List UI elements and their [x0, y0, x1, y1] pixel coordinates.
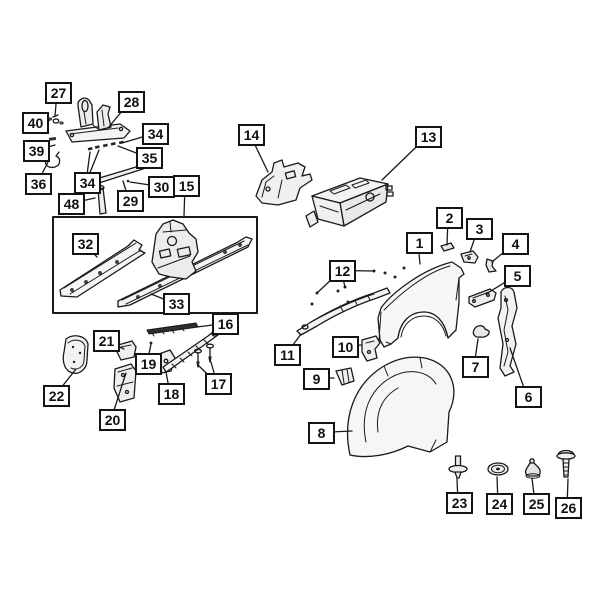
- callout-22[interactable]: 22: [43, 385, 70, 407]
- callout-24[interactable]: 24: [486, 493, 513, 515]
- bracket-20-art: [113, 363, 137, 403]
- bracket-9-art: [335, 367, 355, 386]
- callout-40[interactable]: 40: [22, 112, 49, 134]
- callout-12[interactable]: 12: [329, 260, 356, 282]
- callout-23[interactable]: 23: [446, 492, 473, 514]
- mount-bracket-assembly-art: [65, 97, 131, 143]
- callout-29[interactable]: 29: [117, 190, 144, 212]
- callout-7[interactable]: 7: [462, 356, 489, 378]
- callout-1[interactable]: 1: [406, 232, 433, 254]
- strut-tower-cluster-art: [151, 219, 199, 280]
- callout-26[interactable]: 26: [555, 497, 582, 519]
- rail-assembly-13-art: [305, 177, 394, 228]
- callout-30[interactable]: 30: [148, 176, 175, 198]
- callout-19[interactable]: 19: [135, 353, 162, 375]
- callout-11[interactable]: 11: [274, 344, 301, 366]
- callout-28[interactable]: 28: [118, 91, 145, 113]
- callout-35[interactable]: 35: [136, 147, 163, 169]
- upper-sill-rail-art: [296, 287, 391, 336]
- callout-33[interactable]: 33: [163, 293, 190, 315]
- bracket-10-art: [361, 335, 381, 362]
- frame-rail-left-art: [59, 239, 146, 298]
- callout-4[interactable]: 4: [502, 233, 529, 255]
- callout-34b[interactable]: 34: [74, 172, 101, 194]
- bracket-5-art: [468, 288, 497, 308]
- clip-4-art: [485, 258, 497, 273]
- wheel-liner-art: [346, 356, 455, 458]
- callout-10[interactable]: 10: [332, 336, 359, 358]
- callout-39[interactable]: 39: [23, 140, 50, 162]
- callout-16[interactable]: 16: [212, 313, 239, 335]
- grommet-24-art: [487, 462, 509, 476]
- fender-art: [377, 261, 465, 348]
- callout-32[interactable]: 32: [72, 233, 99, 255]
- callout-34a[interactable]: 34: [142, 123, 169, 145]
- callout-25[interactable]: 25: [523, 493, 550, 515]
- bracket-3-art: [460, 250, 479, 264]
- frame-rail-inset-box: [52, 216, 258, 314]
- callout-18[interactable]: 18: [158, 383, 185, 405]
- push-pin-23-art: [448, 455, 468, 479]
- callout-6[interactable]: 6: [515, 386, 542, 408]
- clip-39-art: [48, 136, 57, 141]
- reinforcement-6-art: [497, 286, 518, 377]
- callout-13[interactable]: 13: [415, 126, 442, 148]
- sight-shield-art: [146, 322, 199, 337]
- gasket-plate-art: [62, 335, 89, 374]
- callout-8[interactable]: 8: [308, 422, 335, 444]
- callout-14[interactable]: 14: [238, 124, 265, 146]
- callout-15[interactable]: 15: [173, 175, 200, 197]
- fastener-row-art: [87, 140, 124, 151]
- bolt-cluster-art: [47, 114, 64, 125]
- bracket-21-art: [116, 340, 137, 361]
- clip-25-art: [524, 458, 541, 479]
- hook-retainer-art: [44, 151, 61, 169]
- callout-21[interactable]: 21: [93, 330, 120, 352]
- bracket-14-art: [255, 159, 313, 206]
- callout-9[interactable]: 9: [303, 368, 330, 390]
- callout-3[interactable]: 3: [466, 218, 493, 240]
- callout-5[interactable]: 5: [504, 265, 531, 287]
- callout-2[interactable]: 2: [436, 207, 463, 229]
- screws-17-art: [193, 343, 215, 368]
- clip-7-art: [472, 325, 490, 338]
- screw-26-art: [556, 449, 576, 478]
- callout-36[interactable]: 36: [25, 173, 52, 195]
- callout-48[interactable]: 48: [58, 193, 85, 215]
- callout-27[interactable]: 27: [45, 82, 72, 104]
- callout-17[interactable]: 17: [205, 373, 232, 395]
- callout-20[interactable]: 20: [99, 409, 126, 431]
